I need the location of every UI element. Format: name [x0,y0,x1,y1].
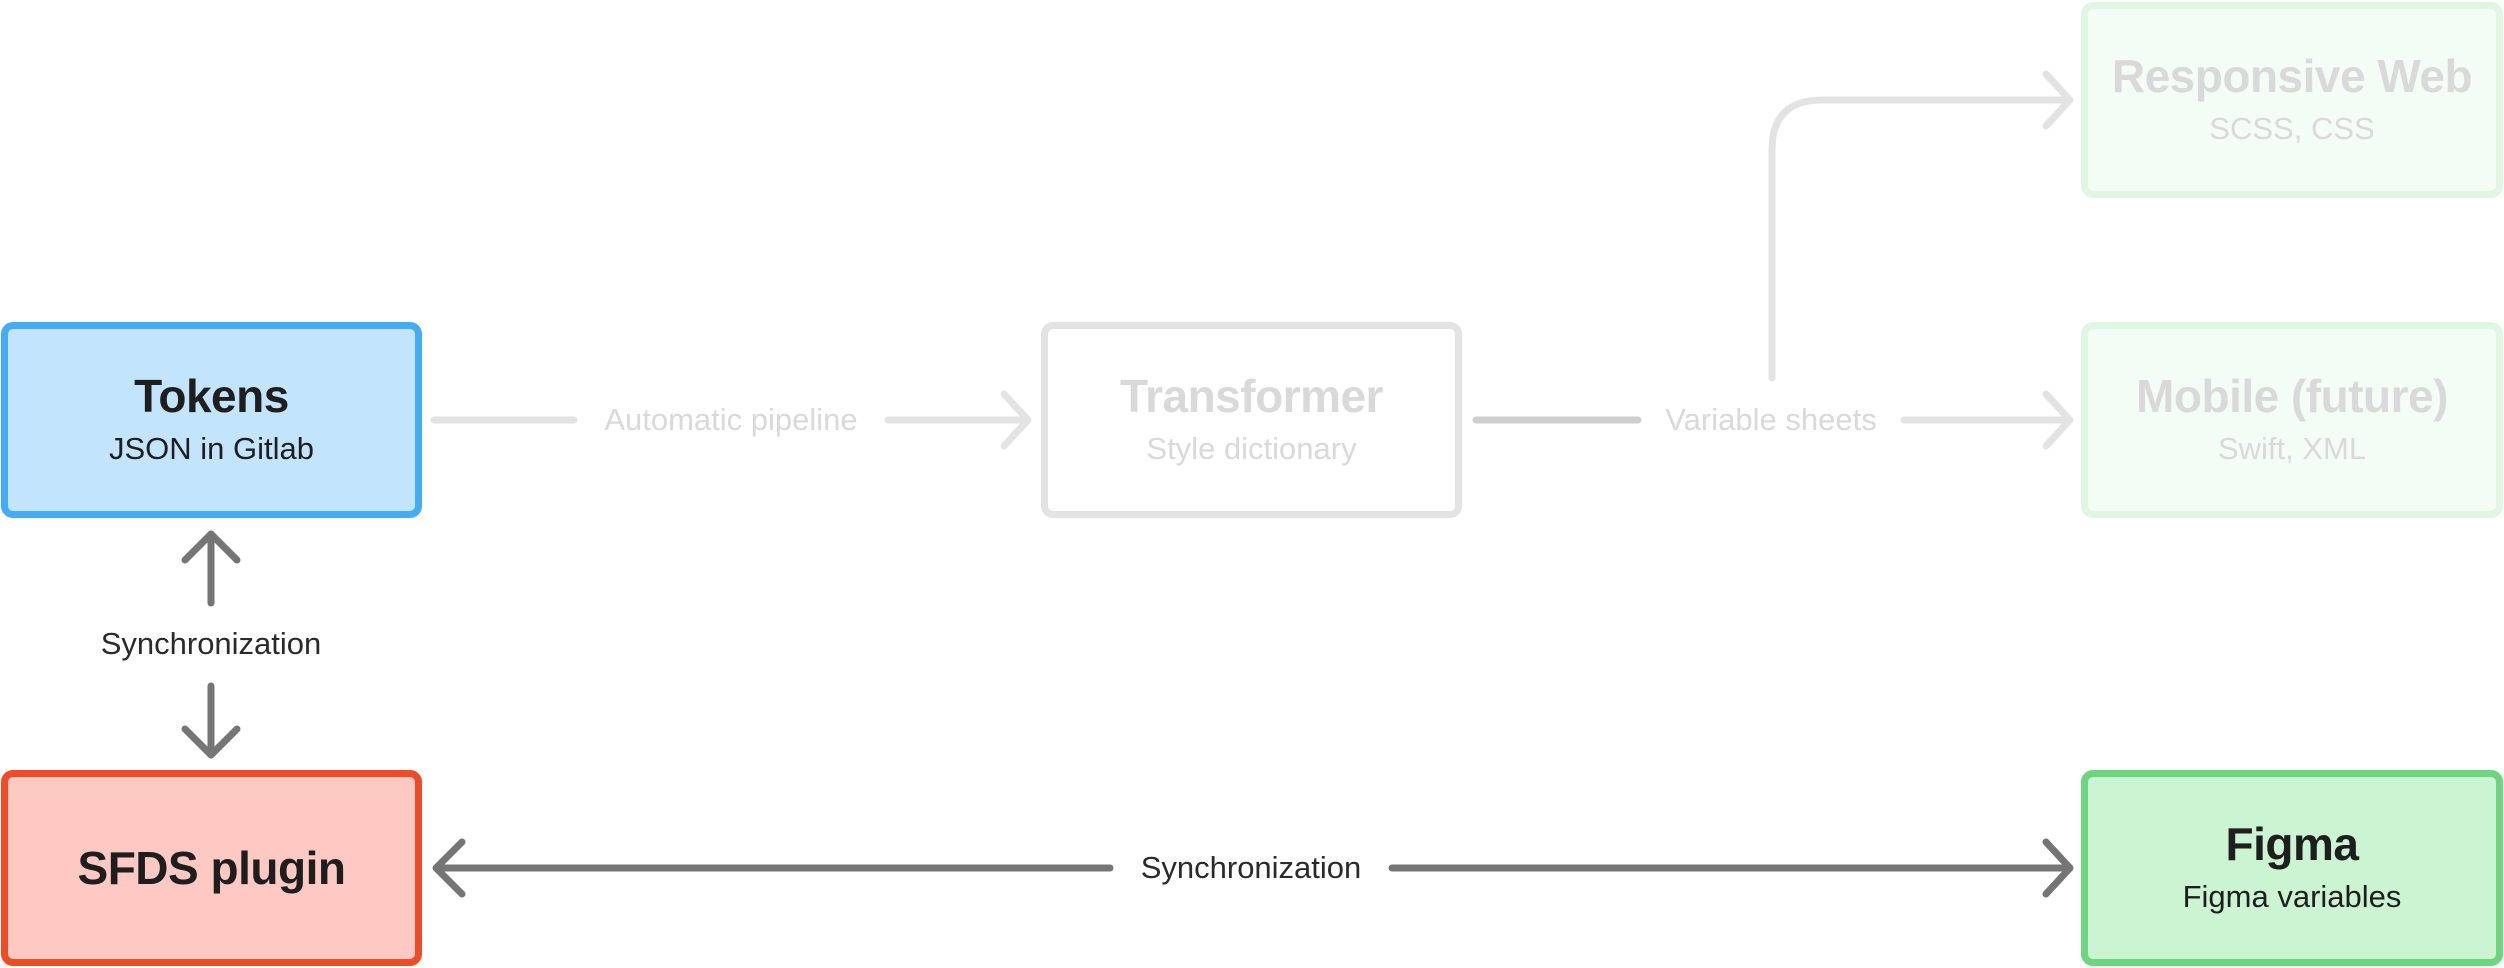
figma-subtitle: Figma variables [2182,879,2402,915]
responsive-web-node[interactable]: Responsive Web SCSS, CSS [2081,2,2503,198]
tokens-subtitle: JSON in Gitlab [108,431,314,467]
mobile-subtitle: Swift, XML [2217,431,2367,467]
plugin-figma-sync-arrow [432,838,2074,898]
plugin-figma-sync-label: Synchronization [1140,850,1362,886]
figma-title: Figma [2225,818,2359,871]
figma-node[interactable]: Figma Figma variables [2081,770,2503,966]
responsive-web-title: Responsive Web [2111,50,2473,103]
sfds-plugin-node[interactable]: SFDS plugin [1,770,422,966]
mobile-node[interactable]: Mobile (future) Swift, XML [2081,322,2503,518]
tokens-plugin-sync-arrow [181,530,241,759]
pipeline-arrow [430,390,1032,450]
variable-sheets-connector [1472,70,2074,450]
sfds-plugin-title: SFDS plugin [77,841,346,894]
responsive-web-subtitle: SCSS, CSS [2209,111,2375,147]
pipeline-label: Automatic pipeline [604,402,858,438]
variable-sheets-label: Variable sheets [1665,402,1877,438]
transformer-subtitle: Style dictionary [1146,431,1357,467]
tokens-plugin-sync-label: Synchronization [100,626,322,662]
tokens-title: Tokens [134,370,289,423]
mobile-title: Mobile (future) [2136,370,2448,423]
transformer-title: Transformer [1120,370,1383,423]
tokens-node[interactable]: Tokens JSON in Gitlab [1,322,422,518]
transformer-node[interactable]: Transformer Style dictionary [1041,322,1462,518]
